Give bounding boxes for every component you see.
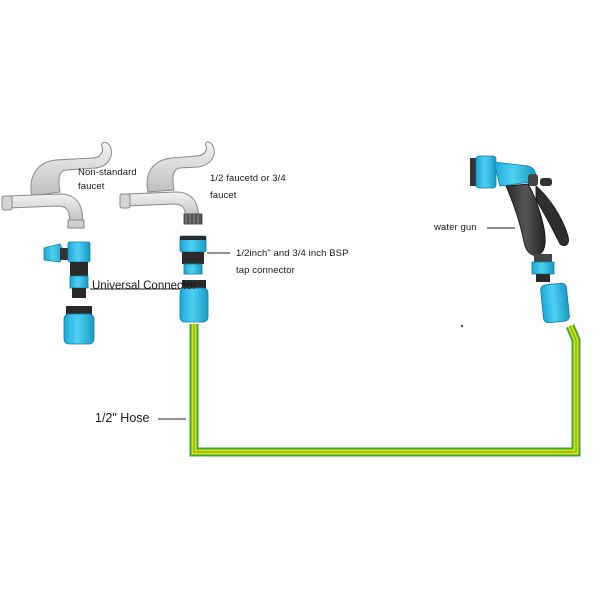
label-half-faucet-line1: 1/2 faucetd or 3/4 xyxy=(210,173,286,184)
label-non-standard-faucet-line2: faucet xyxy=(78,181,105,192)
faucet-icon xyxy=(1,141,112,229)
label-half-faucet-line2: faucet xyxy=(210,190,237,201)
label-bsp-connector-line2: tap connector xyxy=(236,265,295,276)
quick-connector-left xyxy=(63,306,95,345)
spray-gun-icon xyxy=(470,155,569,282)
faucet-icon xyxy=(119,141,215,225)
bsp-tap-connector-part xyxy=(179,235,207,275)
label-universal-connector: Universal Connector xyxy=(92,280,197,292)
label-hose: 1/2" Hose xyxy=(95,411,150,425)
label-non-standard-faucet-line1: Non-standard xyxy=(78,167,137,178)
hose xyxy=(189,324,581,457)
quick-connector-right xyxy=(540,282,570,324)
label-water-gun: water gun xyxy=(434,222,477,233)
universal-connector-part xyxy=(43,241,91,298)
quick-connector-middle xyxy=(179,280,209,323)
label-bsp-connector-line1: 1/2inch" and 3/4 inch BSP xyxy=(236,248,349,259)
